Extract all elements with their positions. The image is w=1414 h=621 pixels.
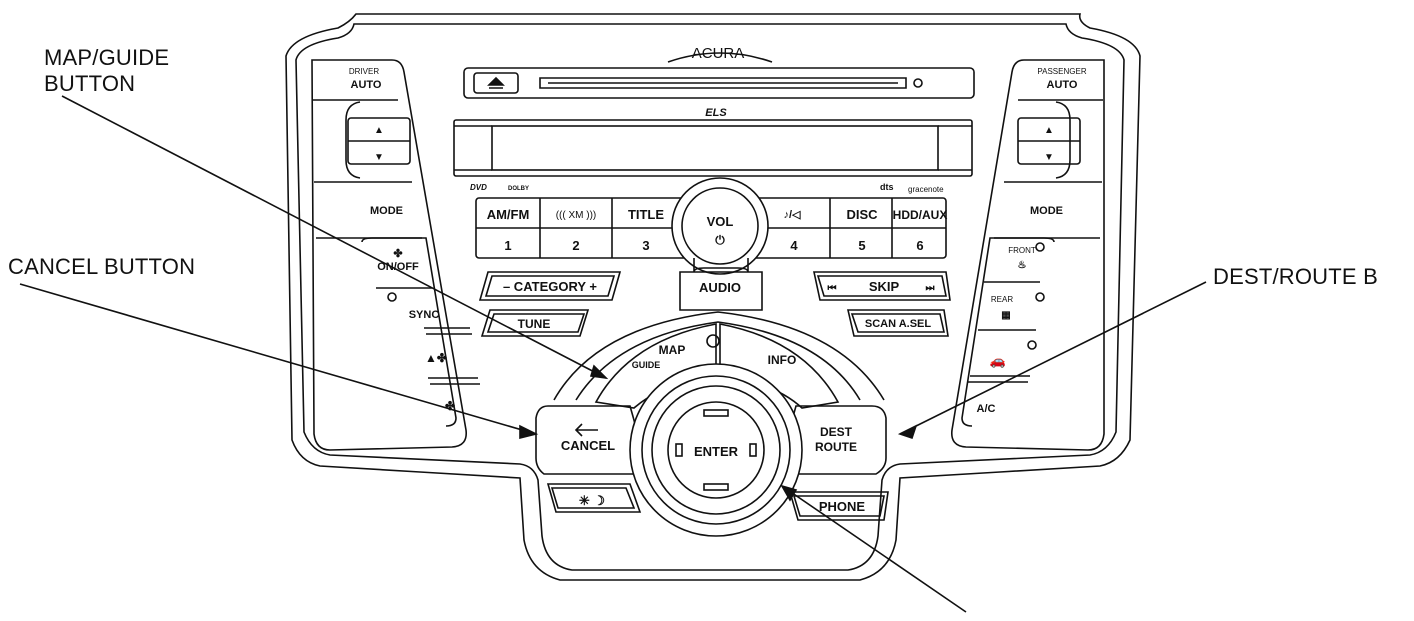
- illumination-button[interactable]: [546, 483, 642, 513]
- driver-auto-label: AUTO: [351, 79, 382, 91]
- volume-knob-ring: [671, 177, 769, 275]
- enter-knob-ring[interactable]: [641, 375, 791, 525]
- passenger-auto-label: AUTO: [1047, 79, 1078, 91]
- volume-knob[interactable]: [681, 187, 759, 265]
- guide-label: GUIDE: [632, 360, 661, 370]
- inner-bezel: [295, 23, 1125, 571]
- rear-label: REAR: [991, 295, 1013, 304]
- title-label: TITLE: [628, 207, 664, 222]
- map-guide-callout-line1: MAP/GUIDE: [44, 45, 170, 70]
- info-label: INFO: [768, 353, 797, 367]
- preset-5-label: 5: [858, 238, 865, 253]
- eject-icon: [487, 76, 505, 89]
- nav-arc-outer: [553, 311, 885, 401]
- gracenote-logo: gracenote: [908, 185, 944, 194]
- mode-right-label: MODE: [1030, 205, 1063, 217]
- front-defrost-icon: ♨: [1018, 260, 1027, 271]
- skip-label: SKIP: [869, 279, 900, 294]
- display-outer: [453, 119, 973, 177]
- passenger-label: PASSENGER: [1037, 67, 1086, 76]
- am-fm-label: AM/FM: [487, 207, 530, 222]
- map-guide-callout: MAP/GUIDE BUTTON: [44, 45, 169, 97]
- enter-button[interactable]: [667, 401, 765, 499]
- fan-down-icon: ✤: [445, 399, 455, 413]
- map-label: MAP: [659, 343, 686, 357]
- track-back-icon: ⏮: [828, 283, 837, 294]
- preset-4-label: 4: [790, 238, 798, 253]
- map-guide-leader: [61, 95, 607, 379]
- cd-slot: [539, 77, 907, 89]
- preset-3-label: 3: [642, 238, 649, 253]
- driver-temp-down-icon: ▼: [374, 152, 384, 163]
- tune-button[interactable]: [480, 309, 590, 337]
- preset-1-label: 1: [504, 238, 511, 253]
- enter-label: ENTER: [694, 444, 739, 459]
- indicator-led: [913, 78, 923, 88]
- phone-label: PHONE: [819, 499, 866, 514]
- recirculation-icon: 🚗: [990, 353, 1006, 368]
- tune-label: TUNE: [518, 317, 551, 331]
- right-climate-column: [950, 59, 1105, 451]
- cancel-callout: CANCEL BUTTON: [8, 254, 196, 279]
- dest-label: DEST: [820, 425, 853, 439]
- map-guide-callout-line2: BUTTON: [44, 71, 136, 96]
- els-logo: ELS: [705, 107, 727, 119]
- fan-icon: ✤: [393, 248, 402, 260]
- front-label: FRONT: [1008, 246, 1036, 255]
- dvd-logo: DVD: [470, 183, 487, 192]
- right-lower-column: [961, 237, 1055, 427]
- enter-leader: [781, 485, 967, 613]
- rear-defrost-icon: ▦: [1001, 310, 1010, 321]
- music-icon: ♪/◁: [783, 209, 801, 221]
- cd-slot-bezel: [463, 67, 975, 99]
- cancel-arrow-icon: [574, 423, 598, 437]
- category-button[interactable]: [478, 271, 622, 301]
- track-forward-icon: ⏭: [926, 283, 935, 294]
- phone-button[interactable]: [788, 491, 889, 521]
- cancel-label: CANCEL: [561, 438, 615, 453]
- driver-temp-up-icon: ▲: [374, 125, 384, 136]
- preset-2-label: 2: [572, 238, 579, 253]
- fan-up-icon: ▲✤: [425, 351, 447, 365]
- nav-arc-inner: [575, 321, 861, 401]
- vol-label: VOL: [707, 214, 734, 229]
- power-icon: ⏻: [715, 233, 725, 247]
- sync-label: SYNC: [409, 309, 440, 321]
- dolby-logo: DOLBY: [508, 186, 529, 192]
- on-off-label: ON/OFF: [377, 261, 419, 273]
- passenger-temp-down-icon: ▼: [1044, 152, 1054, 163]
- audio-button[interactable]: [679, 271, 763, 311]
- outer-bezel: [285, 13, 1141, 581]
- brand-label: ACURA: [692, 45, 745, 62]
- left-climate-column: [311, 59, 468, 451]
- map-indicator-icon: [706, 334, 720, 348]
- scan-asel-button[interactable]: [846, 309, 949, 337]
- ac-label: A/C: [977, 403, 996, 415]
- audio-label: AUDIO: [699, 280, 741, 295]
- preset-6-label: 6: [916, 238, 923, 253]
- passenger-temp-up-icon: ▲: [1044, 125, 1054, 136]
- category-label: – CATEGORY +: [503, 279, 597, 294]
- dts-logo: dts: [880, 182, 894, 192]
- scan-asel-label: SCAN A.SEL: [865, 318, 931, 330]
- route-label: ROUTE: [815, 440, 857, 454]
- cancel-leader: [19, 283, 537, 435]
- dest-route-leader: [899, 281, 1207, 435]
- hdd-aux-label: HDD/AUX: [893, 208, 948, 222]
- mode-left-label: MODE: [370, 205, 403, 217]
- enter-knob-outer: [629, 363, 803, 537]
- display-screen: [491, 125, 939, 171]
- dest-route-callout: DEST/ROUTE B: [1213, 264, 1378, 289]
- driver-label: DRIVER: [349, 67, 379, 76]
- skip-button[interactable]: [813, 271, 951, 301]
- eject-button[interactable]: [473, 72, 519, 94]
- xm-label: ((( XM ))): [556, 210, 597, 221]
- left-lower-column: [361, 237, 457, 427]
- illumination-icon: ✳ ☽: [579, 493, 605, 508]
- disc-label: DISC: [846, 207, 878, 222]
